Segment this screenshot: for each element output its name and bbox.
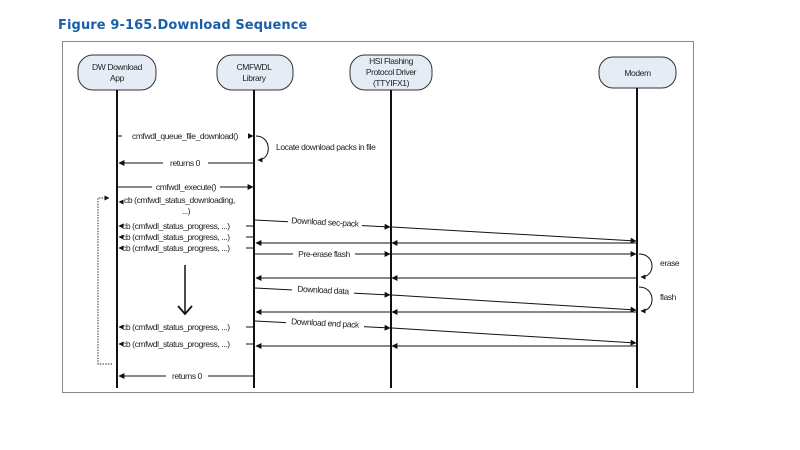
participant-hsi-driver: HSI Flashing Protocol Driver (TTYIFX1) xyxy=(349,54,433,91)
message-cb-progress-1: cb (cmfwdl_status_progress, ...) xyxy=(118,221,253,231)
message-download-end-pack: Download end pack xyxy=(254,316,637,346)
message-cb-progress-3: cb (cmfwdl_status_progress, ...) xyxy=(118,243,253,253)
message-cb-progress-5: cb (cmfwdl_status_progress, ...) xyxy=(118,339,253,349)
participant-label-line: Protocol Driver xyxy=(366,67,417,77)
down-arrow-icon xyxy=(177,265,193,316)
message-label: cb (cmfwdl_status_progress, ...) xyxy=(122,221,230,231)
participant-label-line: (TTYIFX1) xyxy=(373,78,410,88)
participant-modem: Modem xyxy=(598,56,677,89)
message-queue-file-download: cmfwdl_queue_file_download() xyxy=(118,130,254,141)
message-label: Download data xyxy=(297,284,350,297)
message-download-data: Download data xyxy=(254,284,637,313)
message-cb-progress-4: cb (cmfwdl_status_progress, ...) xyxy=(118,322,253,332)
participant-library: CMFWDL Library xyxy=(216,54,294,91)
participant-label-line: HSI Flashing xyxy=(369,56,414,66)
participant-label-line: Library xyxy=(242,73,266,83)
message-label: cb (cmfwdl_status_progress, ...) xyxy=(122,339,230,349)
message-locate-packs: Locate download packs in file xyxy=(255,135,377,163)
message-label: Download end pack xyxy=(291,316,360,330)
message-cb-downloading: cb (cmfwdl_status_downloading, ...) xyxy=(118,195,235,216)
message-label: cmfwdl_queue_file_download() xyxy=(132,131,239,141)
participant-app: DW Download App xyxy=(77,54,157,91)
participant-label-line: App xyxy=(110,73,125,83)
message-label: cb (cmfwdl_status_progress, ...) xyxy=(122,232,230,242)
participant-label-line: CMFWDL xyxy=(237,62,273,72)
message-returns-0-first: returns 0 xyxy=(118,158,253,168)
message-label: returns 0 xyxy=(172,371,203,381)
message-label: Pre-erase flash xyxy=(298,249,350,259)
message-erase: erase xyxy=(638,253,680,280)
message-cb-progress-2: cb (cmfwdl_status_progress, ...) xyxy=(118,232,253,242)
message-execute: cmfwdl_execute() xyxy=(118,182,254,192)
figure-title: Figure 9-165.Download Sequence xyxy=(58,18,308,33)
message-returns-0-final: returns 0 xyxy=(118,371,253,381)
message-label: returns 0 xyxy=(170,158,201,168)
message-label: cb (cmfwdl_status_downloading, xyxy=(124,195,235,205)
message-label: Download sec-pack xyxy=(291,215,360,229)
message-label: cb (cmfwdl_status_progress, ...) xyxy=(122,322,230,332)
message-pre-erase-flash: Pre-erase flash xyxy=(255,249,637,259)
diagram-frame xyxy=(62,41,694,393)
message-label: cb (cmfwdl_status_progress, ...) xyxy=(122,243,230,253)
message-flash: flash xyxy=(638,286,677,314)
message-label: ...) xyxy=(182,206,191,216)
message-label: erase xyxy=(660,258,680,268)
message-download-sec-pack: Download sec-pack xyxy=(254,215,637,244)
message-label: cmfwdl_execute() xyxy=(156,182,217,192)
participant-label-line: Modem xyxy=(624,68,651,78)
message-label: Locate download packs in file xyxy=(276,142,376,152)
participant-label-line: DW Download xyxy=(92,62,143,72)
message-label: flash xyxy=(660,292,677,302)
